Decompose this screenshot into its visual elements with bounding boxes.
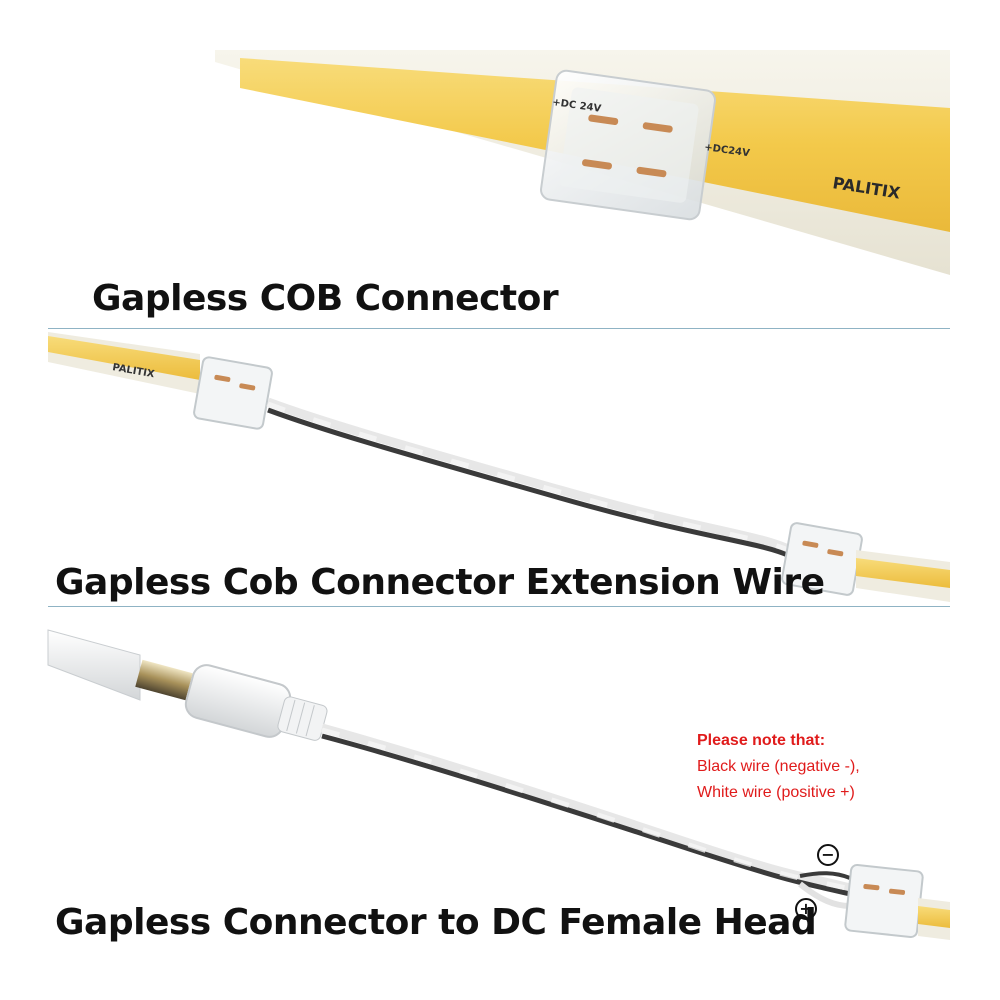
extension-wire-photo: PALITIX <box>48 332 950 602</box>
gapless-clip-left <box>193 356 273 430</box>
white-wire <box>266 397 793 555</box>
dc-male-plug <box>47 629 141 701</box>
black-wire <box>267 407 792 559</box>
note-heading: Please note that: <box>697 732 826 749</box>
copper-pins <box>582 114 673 178</box>
dc-male-pin <box>135 659 193 701</box>
negative-polarity-icon: − <box>817 844 839 866</box>
panel-dc-female: − + Gapless Connector to DC Female Head <box>0 610 1000 1000</box>
gapless-clip-dc <box>844 864 924 938</box>
divider-1 <box>48 328 950 329</box>
dc-female-head <box>184 664 292 738</box>
panel-cob-connector: +DC 24V +DC24V PALITIX Gapless COB Conne… <box>0 0 1000 330</box>
note-line-black: Black wire (negative -), <box>697 758 860 775</box>
strain-relief <box>277 696 328 741</box>
white-wire-dc <box>320 723 852 893</box>
headline-extension-wire: Gapless Cob Connector Extension Wire <box>55 562 825 603</box>
positive-polarity-icon: + <box>795 898 817 920</box>
divider-2 <box>48 606 950 607</box>
polarity-note: Please note that: Black wire (negative -… <box>697 728 860 806</box>
headline-cob-connector: Gapless COB Connector <box>92 278 559 319</box>
headline-dc-female: Gapless Connector to DC Female Head <box>55 902 817 943</box>
note-line-white: White wire (positive +) <box>697 784 855 801</box>
panel-extension-wire: PALITIX Gapless Cob Connector Extension … <box>0 330 1000 610</box>
cob-strip-photo: +DC 24V +DC24V PALITIX <box>215 50 950 275</box>
dc-female-photo <box>47 629 950 940</box>
black-wire-dc <box>321 733 851 897</box>
